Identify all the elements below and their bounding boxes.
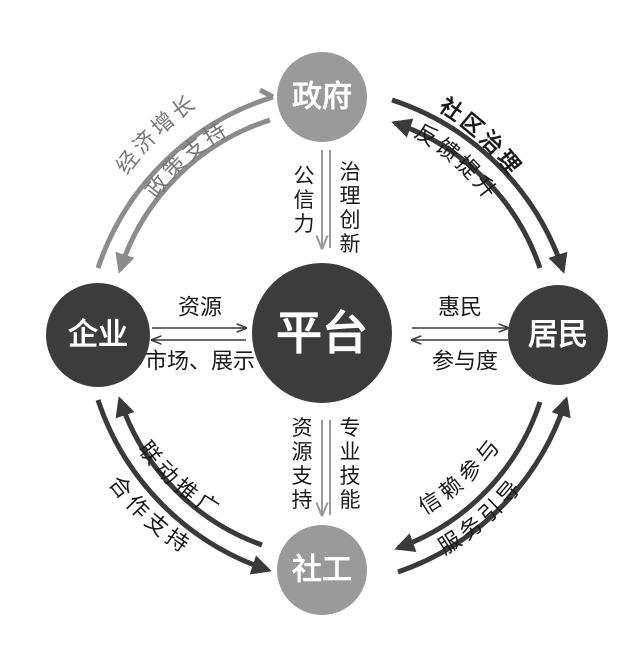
node-social-work-label: 社工	[292, 553, 352, 588]
label-platform-gov-left: 公信力	[294, 164, 315, 236]
label-platform-residents-bottom: 参与度	[432, 350, 498, 375]
node-enterprise: 企业	[46, 283, 150, 387]
node-government-label: 政府	[292, 80, 352, 115]
arrow-residents-social-inner	[394, 401, 543, 552]
node-enterprise-label: 企业	[68, 318, 128, 353]
arrow-gov-enterprise-outer	[95, 94, 274, 269]
label-platform-social-left: 资源支持	[292, 416, 313, 512]
label-enterprise-platform-top: 资源	[178, 296, 222, 321]
arrow-gov-enterprise-inner	[115, 117, 271, 274]
label-platform-residents-top: 惠民	[438, 296, 482, 321]
arrow-enterprise-social-outer	[95, 399, 272, 575]
node-social-work: 社工	[277, 525, 367, 615]
node-residents: 居民	[508, 285, 608, 385]
label-platform-gov-right: 治理创新	[340, 160, 361, 256]
node-platform-label: 平台	[276, 306, 368, 360]
node-government: 政府	[277, 52, 367, 142]
label-enterprise-platform-bottom: 市场、展示	[145, 350, 255, 375]
arrow-gov-residents-outer	[391, 97, 568, 274]
node-residents-label: 居民	[528, 318, 588, 353]
label-platform-social-right: 专业技能	[340, 416, 361, 512]
node-platform: 平台	[252, 263, 392, 403]
arrow-residents-social-outer	[397, 396, 571, 575]
arrow-enterprise-social-inner	[115, 396, 263, 548]
arrow-gov-residents-inner	[391, 118, 543, 269]
